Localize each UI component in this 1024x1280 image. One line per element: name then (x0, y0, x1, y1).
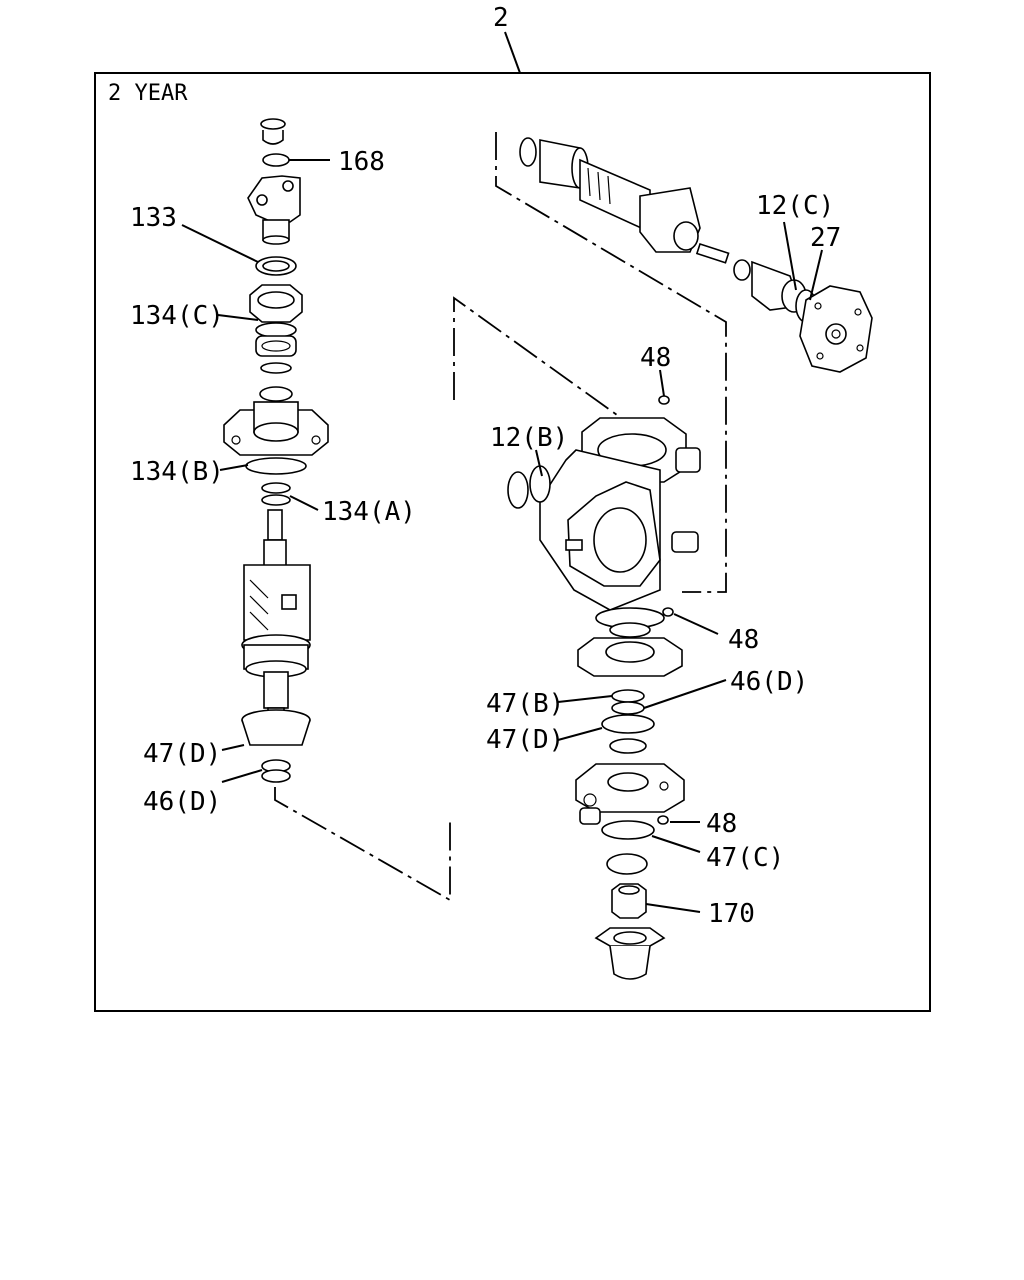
leader-48-top (659, 369, 665, 397)
part-worm-shaft-piston (241, 509, 311, 719)
callout-46d-left: 46(D) (143, 787, 221, 817)
connector-left-to-housing (274, 787, 451, 902)
assembly-leader-line (504, 31, 521, 74)
leader-12c (783, 221, 797, 291)
kit-title-label: 2 YEAR (108, 81, 188, 106)
callout-170: 170 (708, 899, 755, 929)
part-27-cover (799, 285, 873, 373)
callout-47b: 47(B) (486, 689, 564, 719)
callout-168: 168 (338, 147, 385, 177)
leader-46d-right (643, 679, 727, 709)
leader-134c (217, 314, 259, 321)
part-134b-134a-seals (245, 457, 307, 506)
leader-46d-left (221, 769, 263, 783)
callout-133: 133 (130, 203, 177, 233)
kit-frame (94, 72, 931, 1012)
part-yoke (247, 175, 301, 245)
part-47d-46d-left (241, 709, 311, 783)
leader-134a (289, 495, 319, 511)
part-washer-170-nut-cap (594, 853, 666, 980)
callout-12b: 12(B) (490, 423, 568, 453)
callout-134a: 134(A) (322, 497, 416, 527)
callout-134b: 134(B) (130, 457, 224, 487)
leader-47d-right (557, 727, 603, 741)
leader-27 (809, 249, 823, 301)
callout-47d-right: 47(D) (486, 725, 564, 755)
leader-134b (219, 464, 249, 471)
bracket-housing (453, 296, 625, 421)
assembly-number-label: 2 (493, 3, 509, 33)
callout-46d-right: 46(D) (730, 667, 808, 697)
leader-12b (535, 449, 543, 477)
leader-47c (651, 835, 701, 853)
callout-47d-left: 47(D) (143, 739, 221, 769)
part-bearing-plate (577, 607, 683, 677)
part-gear-housing (507, 417, 701, 611)
bracket-input-shaft (495, 132, 727, 593)
callout-48-low: 48 (706, 809, 737, 839)
callout-134c: 134(C) (130, 301, 224, 331)
leader-170 (645, 903, 701, 913)
part-168-snap-ring (260, 118, 290, 167)
callout-48-top: 48 (640, 343, 671, 373)
callout-47c: 47(C) (706, 843, 784, 873)
callout-12c: 12(C) (756, 191, 834, 221)
callout-27: 27 (810, 223, 841, 253)
part-133-seal (255, 256, 297, 276)
callout-48-mid: 48 (728, 625, 759, 655)
leader-47b (557, 695, 613, 703)
leader-48-mid (673, 613, 719, 635)
leader-47d-left (221, 744, 245, 751)
part-valve-housing (223, 386, 329, 456)
part-input-shaft-group (519, 137, 817, 323)
part-47b-46d-47d-seals (601, 689, 655, 754)
part-side-cover (575, 763, 685, 840)
leader-133 (181, 224, 259, 263)
part-134c-bearing-set (249, 284, 303, 374)
